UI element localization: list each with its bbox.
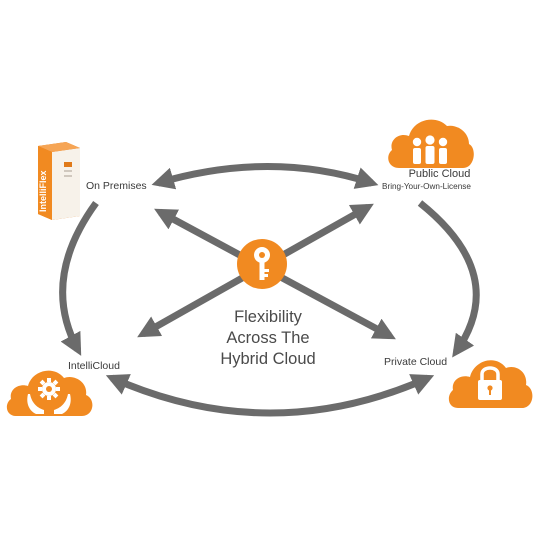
center-line-3: Hybrid Cloud	[220, 350, 316, 368]
intelliflex-box-text: IntelliFlex	[38, 170, 48, 212]
public-cloud-label: Public Cloud	[408, 168, 471, 180]
center-line-2: Across The	[226, 329, 310, 347]
intellicloud-label: IntelliCloud	[68, 360, 120, 372]
on-premises-label: On Premises	[86, 180, 147, 192]
center-key-node	[236, 238, 288, 290]
on-premises-node: IntelliFlex	[36, 140, 82, 220]
arrow-onprem-public	[151, 163, 379, 190]
arrow-onprem-intellicloud	[59, 200, 99, 356]
key-icon	[237, 239, 287, 289]
intelliflex-server-box-icon: IntelliFlex	[38, 142, 80, 220]
private-cloud-node	[446, 350, 534, 410]
cloud-people-icon	[388, 119, 474, 168]
arrow-public-private	[417, 200, 480, 358]
public-cloud-node	[385, 112, 475, 170]
private-cloud-label: Private Cloud	[384, 356, 448, 368]
arrow-intellicloud-private	[105, 374, 435, 417]
public-cloud-label-group: Public Cloud Bring-Your-Own-License	[382, 168, 471, 191]
center-title: Flexibility Across The Hybrid Cloud	[200, 307, 336, 370]
cloud-gear-hands-icon	[6, 370, 93, 416]
intellicloud-node	[4, 362, 96, 420]
cloud-padlock-icon	[448, 360, 533, 408]
public-cloud-sublabel: Bring-Your-Own-License	[382, 182, 471, 191]
center-line-1: Flexibility	[234, 308, 302, 326]
